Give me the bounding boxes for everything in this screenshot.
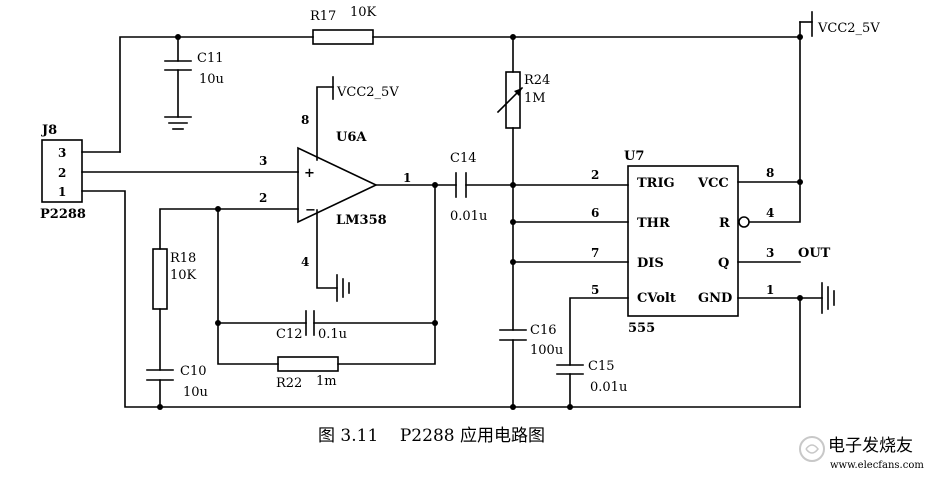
opamp-pin-plus: 3 (259, 154, 267, 168)
potentiometer-r24: R24 1M (496, 71, 550, 129)
timer-pin-num: 4 (766, 206, 774, 220)
capacitor-c14: C14 0.01u (450, 151, 487, 224)
opamp-part: LM358 (336, 213, 387, 228)
timer-pin-name: R (719, 216, 730, 231)
capacitor-ref: C16 (530, 323, 557, 338)
capacitor-ref: C12 (276, 327, 303, 342)
timer-ref: U7 (624, 149, 644, 164)
capacitor-value: 0.1u (318, 327, 347, 342)
watermark-url: www.elecfans.com (830, 460, 924, 471)
resistor-r22: R22 1m (276, 356, 339, 391)
opamp-u6a: + − U6A LM358 8 4 3 2 1 (259, 113, 411, 269)
supply-label-opamp: VCC2_5V (336, 85, 399, 100)
capacitor-c15: C15 0.01u (556, 359, 627, 395)
resistor-value: 10K (170, 268, 197, 283)
figure-caption: 图 3.11 P2288 应用电路图 (318, 426, 545, 446)
capacitor-value: 0.01u (450, 209, 487, 224)
capacitor-c16: C16 100u (499, 323, 563, 358)
timer-pin-name: THR (637, 216, 670, 231)
ground-symbol-c11 (164, 116, 192, 130)
capacitor-ref: C10 (180, 364, 207, 379)
opamp-minus-sign: − (305, 203, 316, 218)
connector-pin: 3 (58, 146, 66, 160)
timer-pin-num: 7 (591, 246, 599, 260)
watermark-brand: 电子发烧友 (828, 436, 913, 456)
capacitor-ref: C14 (450, 151, 477, 166)
opamp-pin-minus: 2 (259, 191, 267, 205)
supply-top-right: VCC2_5V (799, 11, 880, 37)
resistor-ref: R18 (170, 251, 196, 266)
timer-pin-name: VCC (697, 176, 729, 191)
timer-part: 555 (628, 321, 655, 336)
timer-555-u7: U7 555 TRIG THR DIS CVolt 2 6 7 5 VCC R … (591, 149, 831, 336)
timer-pin-num: 5 (591, 283, 599, 297)
ground-symbol-555 (821, 282, 835, 314)
ground-symbol-opamp (336, 274, 350, 302)
supply-label-top-right: VCC2_5V (817, 21, 880, 36)
timer-pin-num: 2 (591, 168, 599, 182)
timer-pin-num: 6 (591, 206, 599, 220)
resistor-ref: R24 (524, 73, 550, 88)
capacitor-c12: C12 0.1u (276, 310, 347, 342)
timer-pin-name: Q (718, 256, 729, 271)
capacitor-value: 10u (183, 385, 208, 400)
watermark: 电子发烧友 www.elecfans.com (799, 436, 924, 471)
connector-j8: J8 3 2 1 P2288 (40, 123, 86, 222)
opamp-plus-sign: + (304, 166, 315, 181)
resistor-value: 1m (316, 374, 337, 389)
resistor-r17: R17 10K (310, 5, 377, 45)
watermark-logo-icon (799, 436, 825, 462)
opamp-pin-vcc: 8 (301, 113, 309, 127)
timer-pin-num: 1 (766, 283, 774, 297)
timer-pin-name: DIS (637, 256, 664, 271)
timer-output-label: OUT (798, 246, 831, 261)
timer-pin-num: 8 (766, 166, 774, 180)
resistor-value: 1M (524, 91, 546, 106)
capacitor-value: 100u (530, 343, 563, 358)
timer-pin-num: 3 (766, 246, 774, 260)
capacitor-c10: C10 10u (146, 364, 208, 400)
capacitor-value: 0.01u (590, 380, 627, 395)
wires (81, 21, 823, 408)
resistor-r18: R18 10K (152, 248, 197, 310)
capacitor-ref: C11 (197, 51, 224, 66)
timer-pin-name: CVolt (637, 291, 676, 306)
capacitor-c11: C11 10u (164, 51, 224, 87)
connector-pin: 1 (58, 185, 66, 199)
resistor-ref: R22 (276, 376, 302, 391)
connector-ref: J8 (41, 123, 57, 138)
supply-opamp: VCC2_5V (332, 76, 399, 100)
resistor-value: 10K (350, 5, 377, 20)
timer-pin-name: TRIG (637, 176, 675, 191)
resistor-ref: R17 (310, 9, 336, 24)
timer-pin-name: GND (698, 291, 732, 306)
connector-pin: 2 (58, 166, 66, 180)
opamp-pin-out: 1 (403, 171, 411, 185)
capacitor-value: 10u (199, 72, 224, 87)
connector-part: P2288 (40, 207, 86, 222)
opamp-pin-gnd: 4 (301, 255, 309, 269)
opamp-ref: U6A (336, 130, 367, 145)
capacitor-ref: C15 (588, 359, 615, 374)
junction-dots (157, 34, 803, 410)
